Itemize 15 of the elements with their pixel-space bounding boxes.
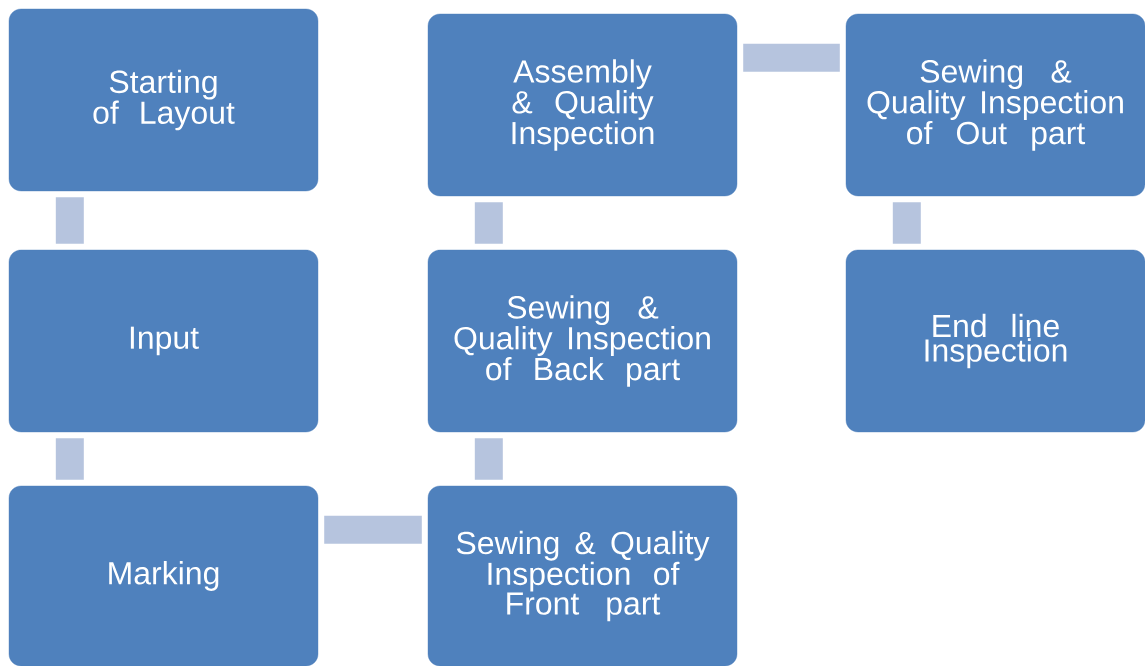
- process-box: Sewing & Quality Inspection of Back part: [427, 249, 738, 433]
- connector-bar: [55, 438, 84, 480]
- connector-bar: [474, 438, 503, 480]
- connector-bar: [324, 515, 422, 544]
- process-box: Starting of Layout: [8, 8, 319, 192]
- connector-bar: [743, 43, 840, 72]
- process-box: Input: [8, 249, 319, 433]
- connector-bar: [892, 202, 921, 244]
- process-box: Sewing & Quality Inspection of Out part: [845, 13, 1145, 197]
- process-box: Assembly & Quality Inspection: [427, 13, 738, 197]
- connector-bar: [55, 197, 84, 244]
- connector-bar: [474, 202, 503, 244]
- process-box: Sewing & Quality Inspection of Front part: [427, 485, 738, 666]
- process-box: End line Inspection: [845, 249, 1145, 433]
- process-box: Marking: [8, 485, 319, 666]
